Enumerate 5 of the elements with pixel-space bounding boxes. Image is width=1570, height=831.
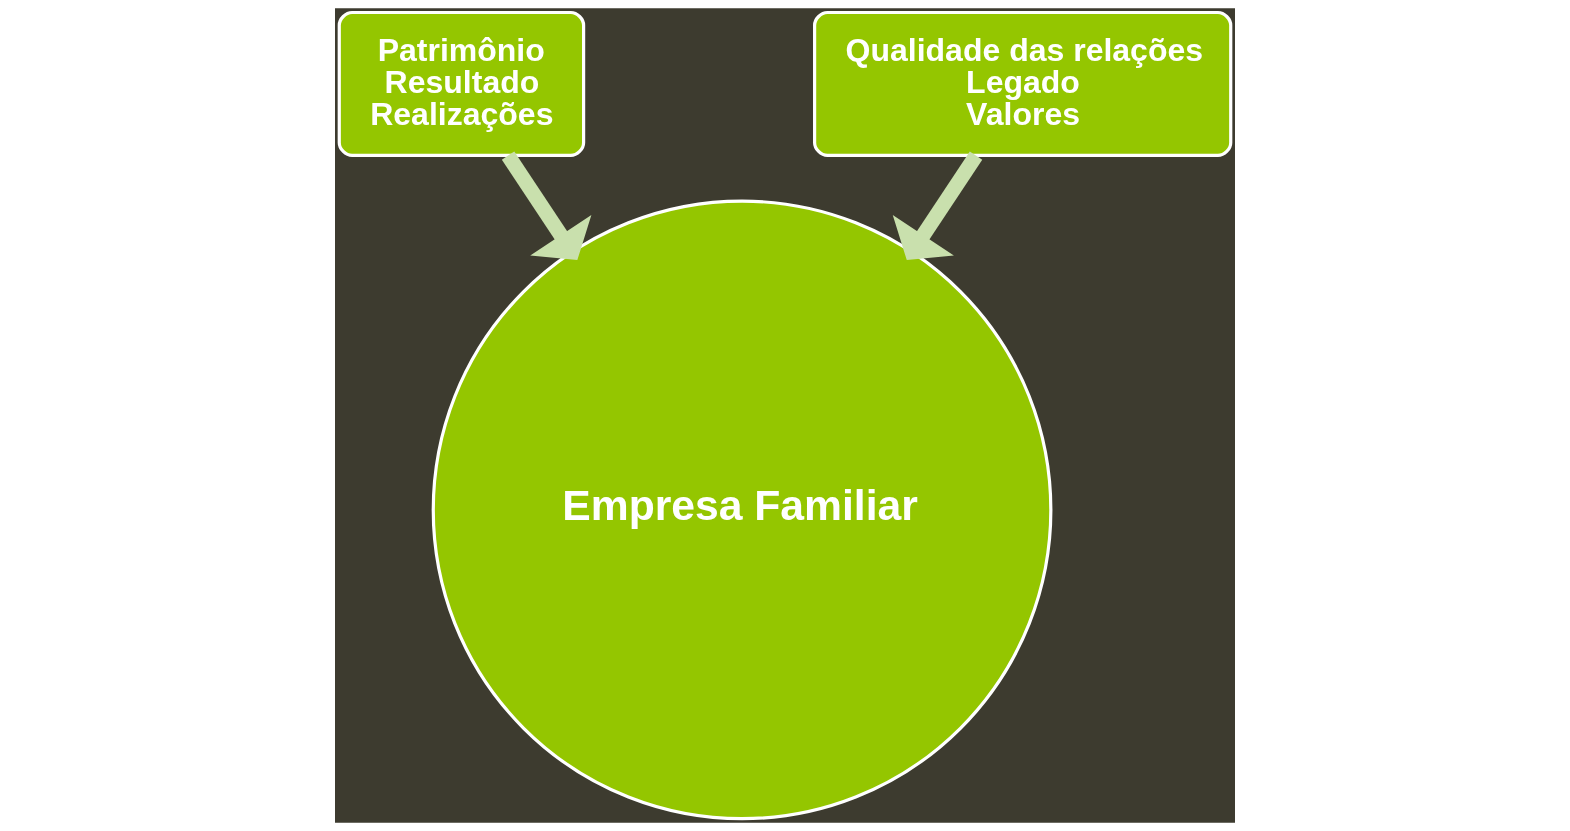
node-box: Qualidade das relações Legado Valores (813, 10, 1233, 158)
arrow (892, 151, 983, 261)
arrow (501, 151, 592, 261)
node-circle: Empresa Familiar (431, 199, 1053, 821)
node-box: Patrimônio Resultado Realizações (337, 10, 586, 158)
